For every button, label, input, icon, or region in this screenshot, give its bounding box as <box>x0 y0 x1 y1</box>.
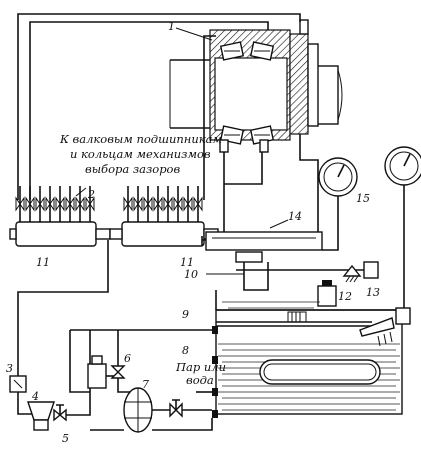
label-11-left: 11 <box>36 256 50 269</box>
pressure-gauge-tank <box>384 146 421 310</box>
drain-fitting-2 <box>259 139 269 153</box>
pump-4 <box>27 401 55 421</box>
collector-manifold <box>201 219 323 251</box>
label-15: 15 <box>356 192 370 205</box>
end-cover <box>307 43 319 127</box>
label-9: 9 <box>182 308 189 321</box>
roll-bearing-assembly <box>169 19 343 153</box>
caption-line-1: К валковым подшипникам <box>59 132 222 146</box>
distributor-left <box>9 186 111 247</box>
pressure-gauge-15 <box>318 157 358 251</box>
pump-circuit <box>9 240 213 433</box>
level-indicator <box>206 251 379 307</box>
inlet-label-line-1: Пар или <box>175 360 226 374</box>
label-7: 7 <box>142 378 149 391</box>
top-fitting <box>299 19 309 35</box>
label-8: 8 <box>182 344 189 357</box>
label-5: 5 <box>62 432 69 445</box>
label-6: 6 <box>124 352 131 365</box>
shaft-tip <box>337 69 343 121</box>
label-1: 1 <box>168 20 175 33</box>
oil-tank <box>212 290 411 418</box>
label-13: 13 <box>366 286 380 299</box>
label-4: 4 <box>31 390 39 403</box>
steam-water-inlet: Пар или вода <box>175 360 226 393</box>
label-2: 2 <box>87 188 95 201</box>
label-11-right: 11 <box>180 256 194 269</box>
label-14: 14 <box>288 210 302 223</box>
label-3: 3 <box>6 362 13 375</box>
caption-line-3: выбора зазоров <box>85 162 180 176</box>
callout-labels: 1 2 3 4 5 6 7 8 9 10 11 11 12 13 14 15 <box>6 20 380 445</box>
inlet-label-line-2: вода <box>186 373 214 387</box>
leader-1 <box>175 27 213 41</box>
separator <box>87 363 107 389</box>
label-10: 10 <box>184 268 198 281</box>
supply-lines <box>17 13 319 240</box>
label-12: 12 <box>338 290 352 303</box>
caption-line-2: и кольцам механизмов <box>70 147 211 161</box>
valve-6 <box>110 365 126 379</box>
bearing-rollers <box>219 41 275 145</box>
caption: К валковым подшипникам и кольцам механиз… <box>59 132 222 176</box>
bearing-bore <box>214 57 288 131</box>
leader-2 <box>75 187 87 197</box>
seal-ring <box>289 33 309 135</box>
heating-coil <box>259 359 381 385</box>
